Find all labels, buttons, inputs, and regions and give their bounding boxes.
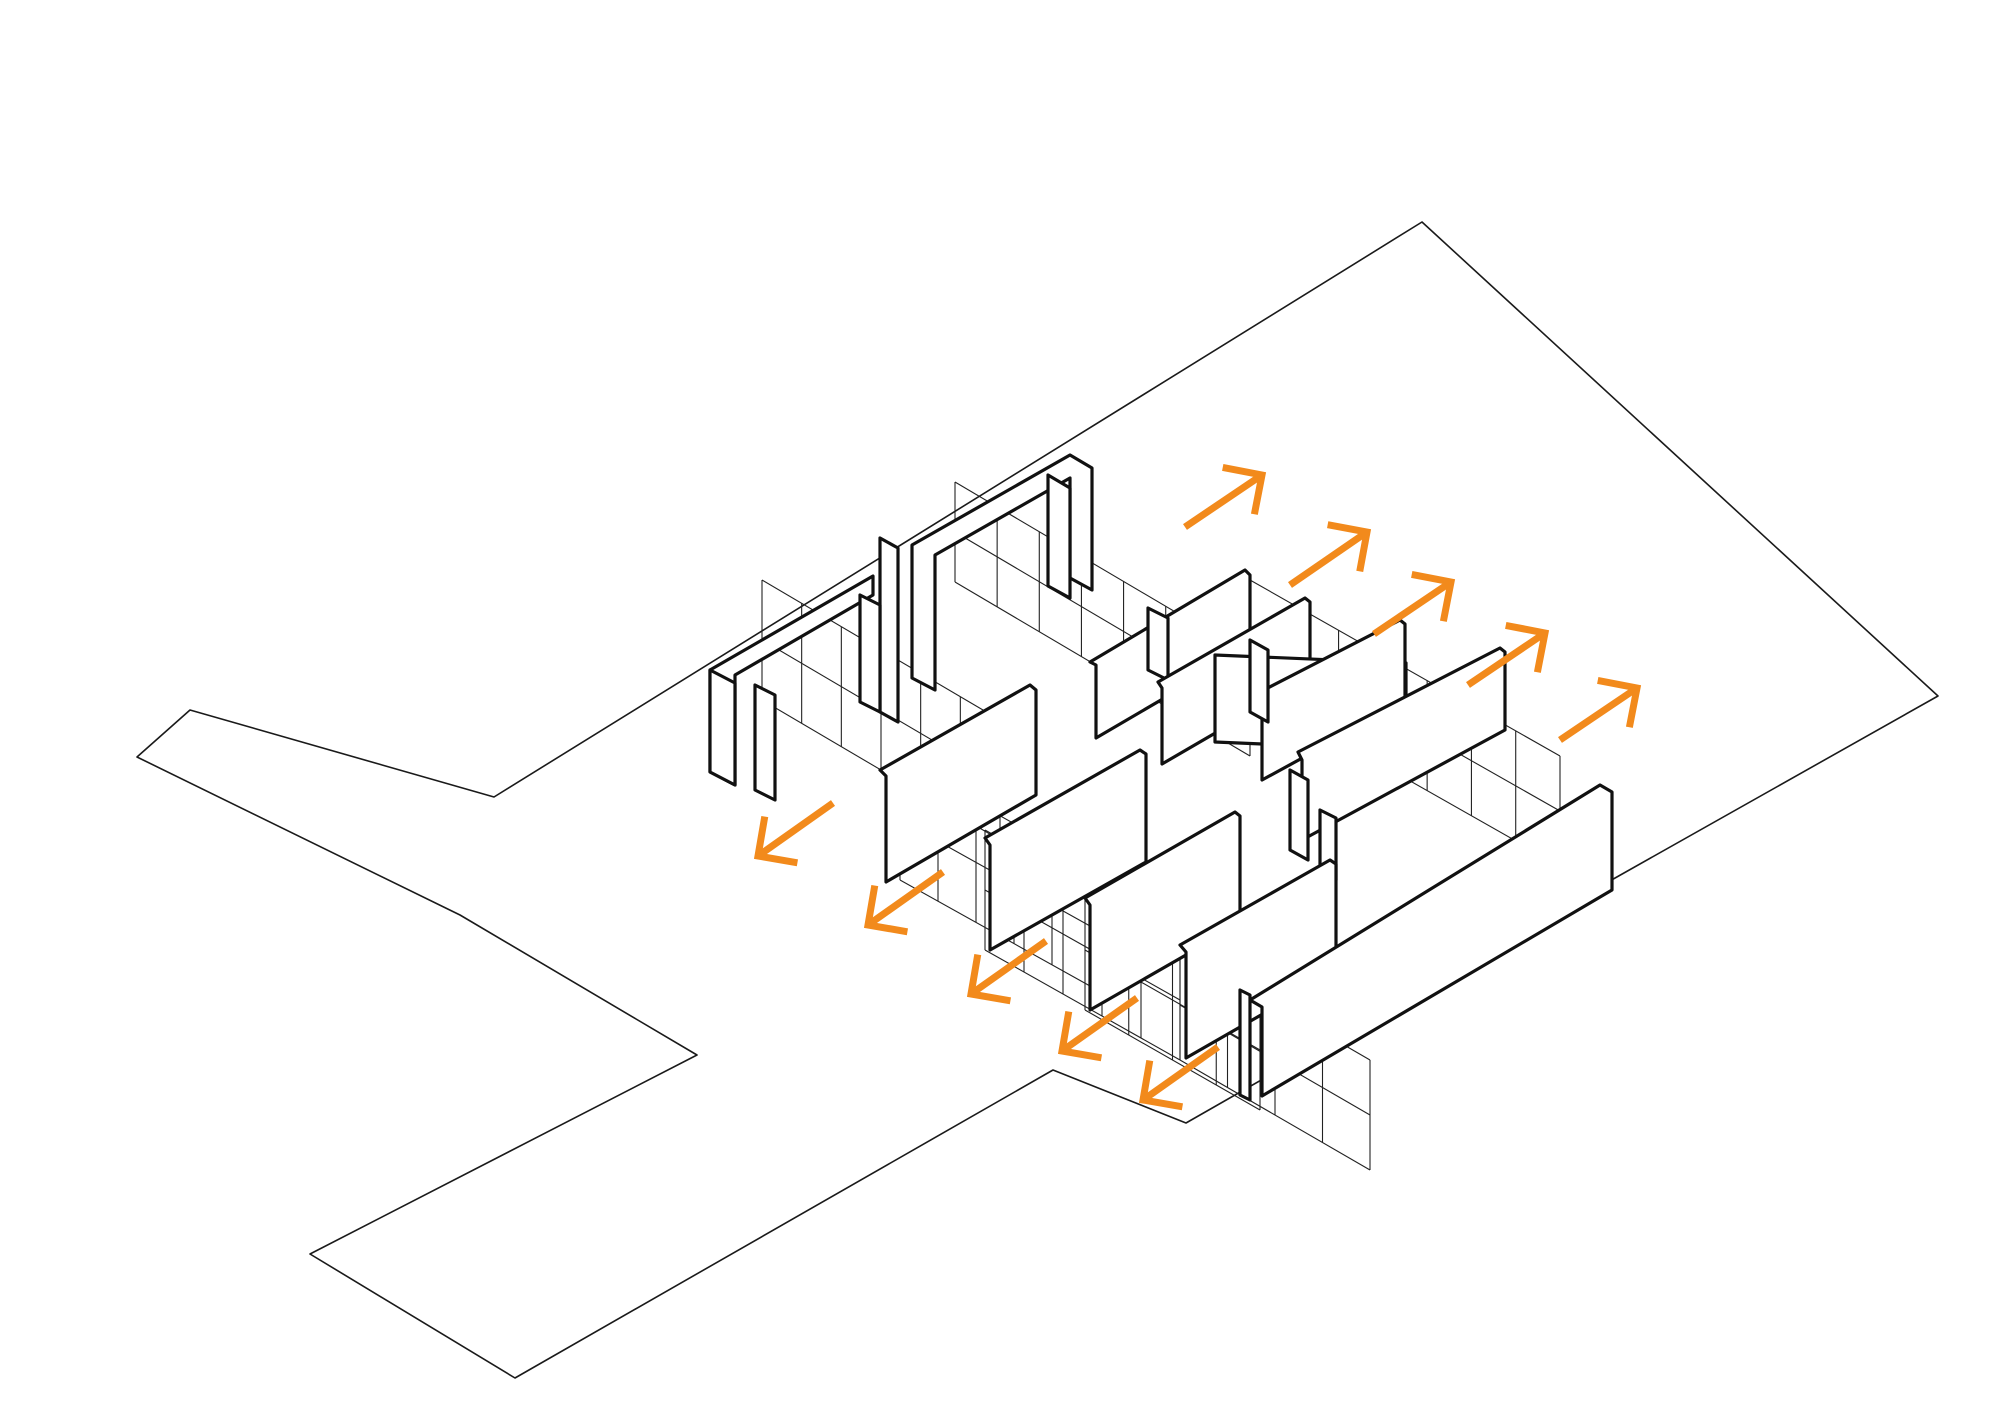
site-outline <box>136 221 1939 1379</box>
ventilation-arrow-out-down-left <box>753 800 836 867</box>
wall-slabs <box>708 453 1614 1102</box>
wall-slab <box>1296 646 1507 842</box>
wall-slab <box>708 668 737 787</box>
wall-slab <box>858 593 882 714</box>
ventilation-arrow-out-up-right <box>1466 621 1550 688</box>
ventilation-arrow-out-down-left <box>863 869 946 936</box>
wall-slab <box>1248 638 1270 724</box>
wall-slab <box>878 536 900 724</box>
wall-slab <box>1238 988 1252 1102</box>
wall-slab <box>878 683 1038 884</box>
wall-slab <box>1288 768 1310 862</box>
wall-slab <box>1248 783 1614 1098</box>
ventilation-arrow-out-up-right <box>1288 521 1372 588</box>
ventilation-arrow-out-down-left <box>1138 1044 1221 1111</box>
ventilation-arrow-out-down-left <box>966 938 1049 1005</box>
ventilation-arrow-out-up-right <box>1372 570 1456 637</box>
wall-slab <box>753 683 777 802</box>
ventilation-arrow-out-down-left <box>1057 995 1140 1062</box>
ventilation-arrow-out-up-right <box>1183 463 1267 530</box>
ventilation-arrow-out-up-right <box>1558 676 1642 743</box>
wall-slab <box>1146 606 1170 682</box>
wall-slab <box>1046 473 1072 600</box>
ventilation-arrows <box>753 463 1642 1111</box>
